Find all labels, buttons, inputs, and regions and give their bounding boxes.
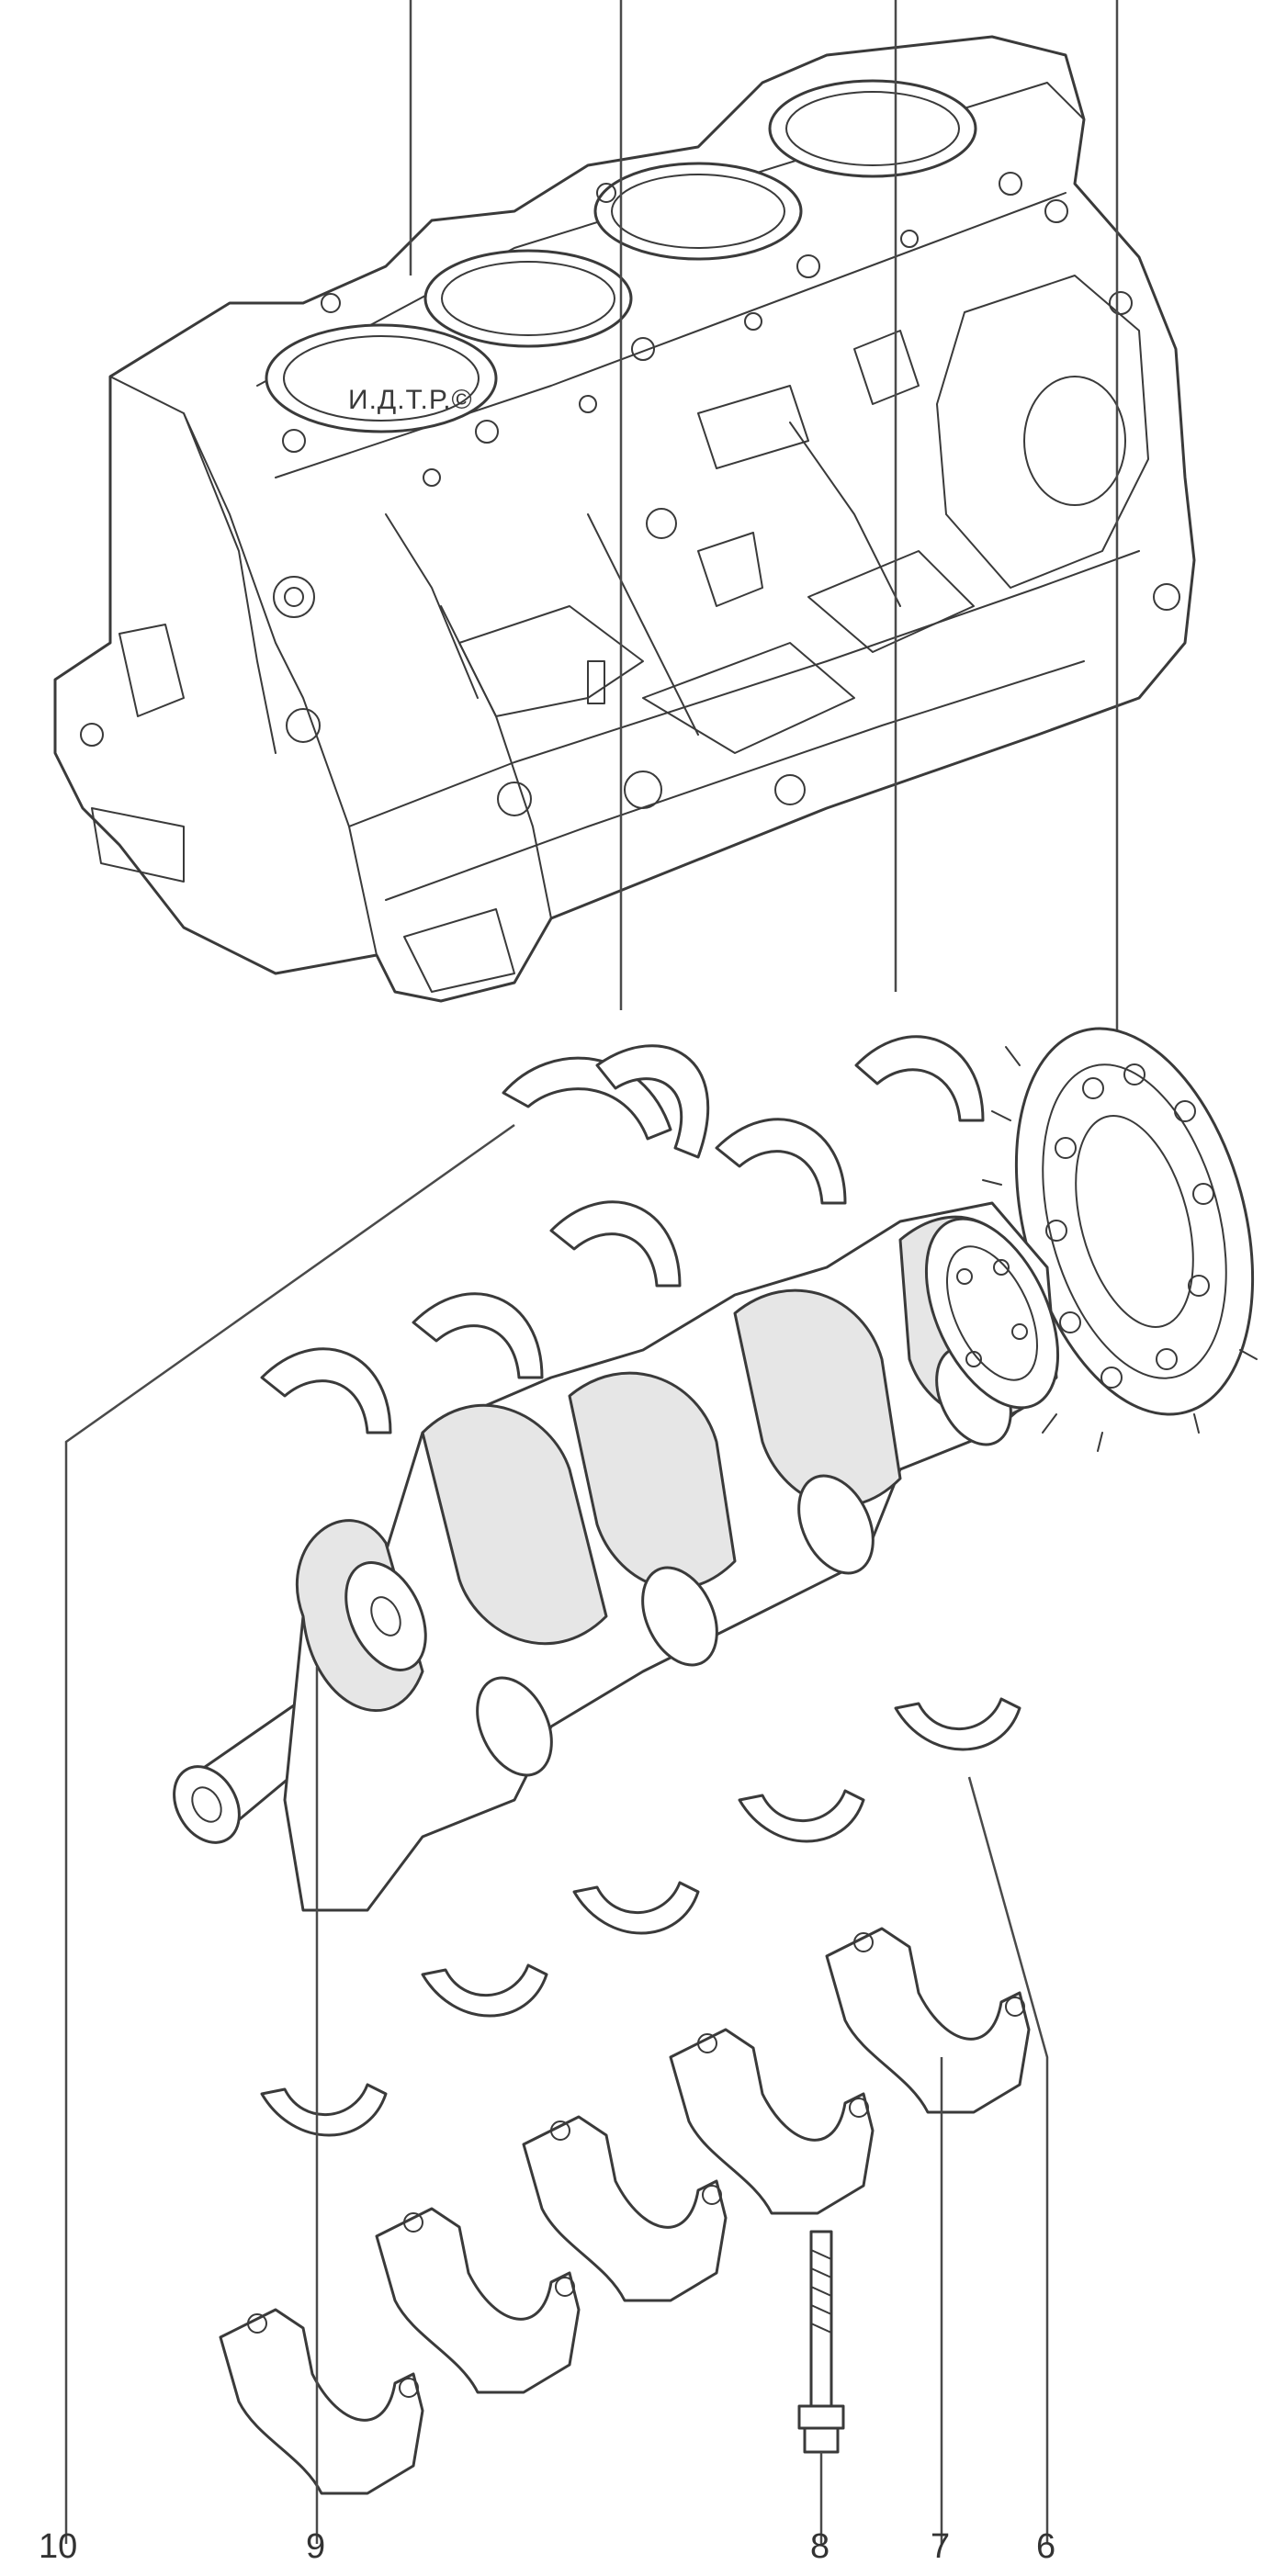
upper-bearing-shells xyxy=(260,1035,985,1434)
main-bearing-caps xyxy=(219,1927,1031,2495)
leader-lines-top xyxy=(409,0,1119,1038)
callout-10: 10 xyxy=(39,2527,78,2566)
callout-9: 9 xyxy=(306,2527,326,2566)
cylinder-block xyxy=(53,35,1196,1003)
watermark: И.Д.Т.Р.© xyxy=(348,385,473,415)
callout-7: 7 xyxy=(931,2527,951,2566)
leader-lines-bottom xyxy=(64,1123,1049,2544)
lower-bearing-shells xyxy=(260,1697,1021,2137)
crankshaft xyxy=(173,1201,1060,1912)
main-cap-bolt xyxy=(797,2230,845,2454)
callout-8: 8 xyxy=(810,2527,830,2566)
callout-6: 6 xyxy=(1036,2527,1056,2566)
